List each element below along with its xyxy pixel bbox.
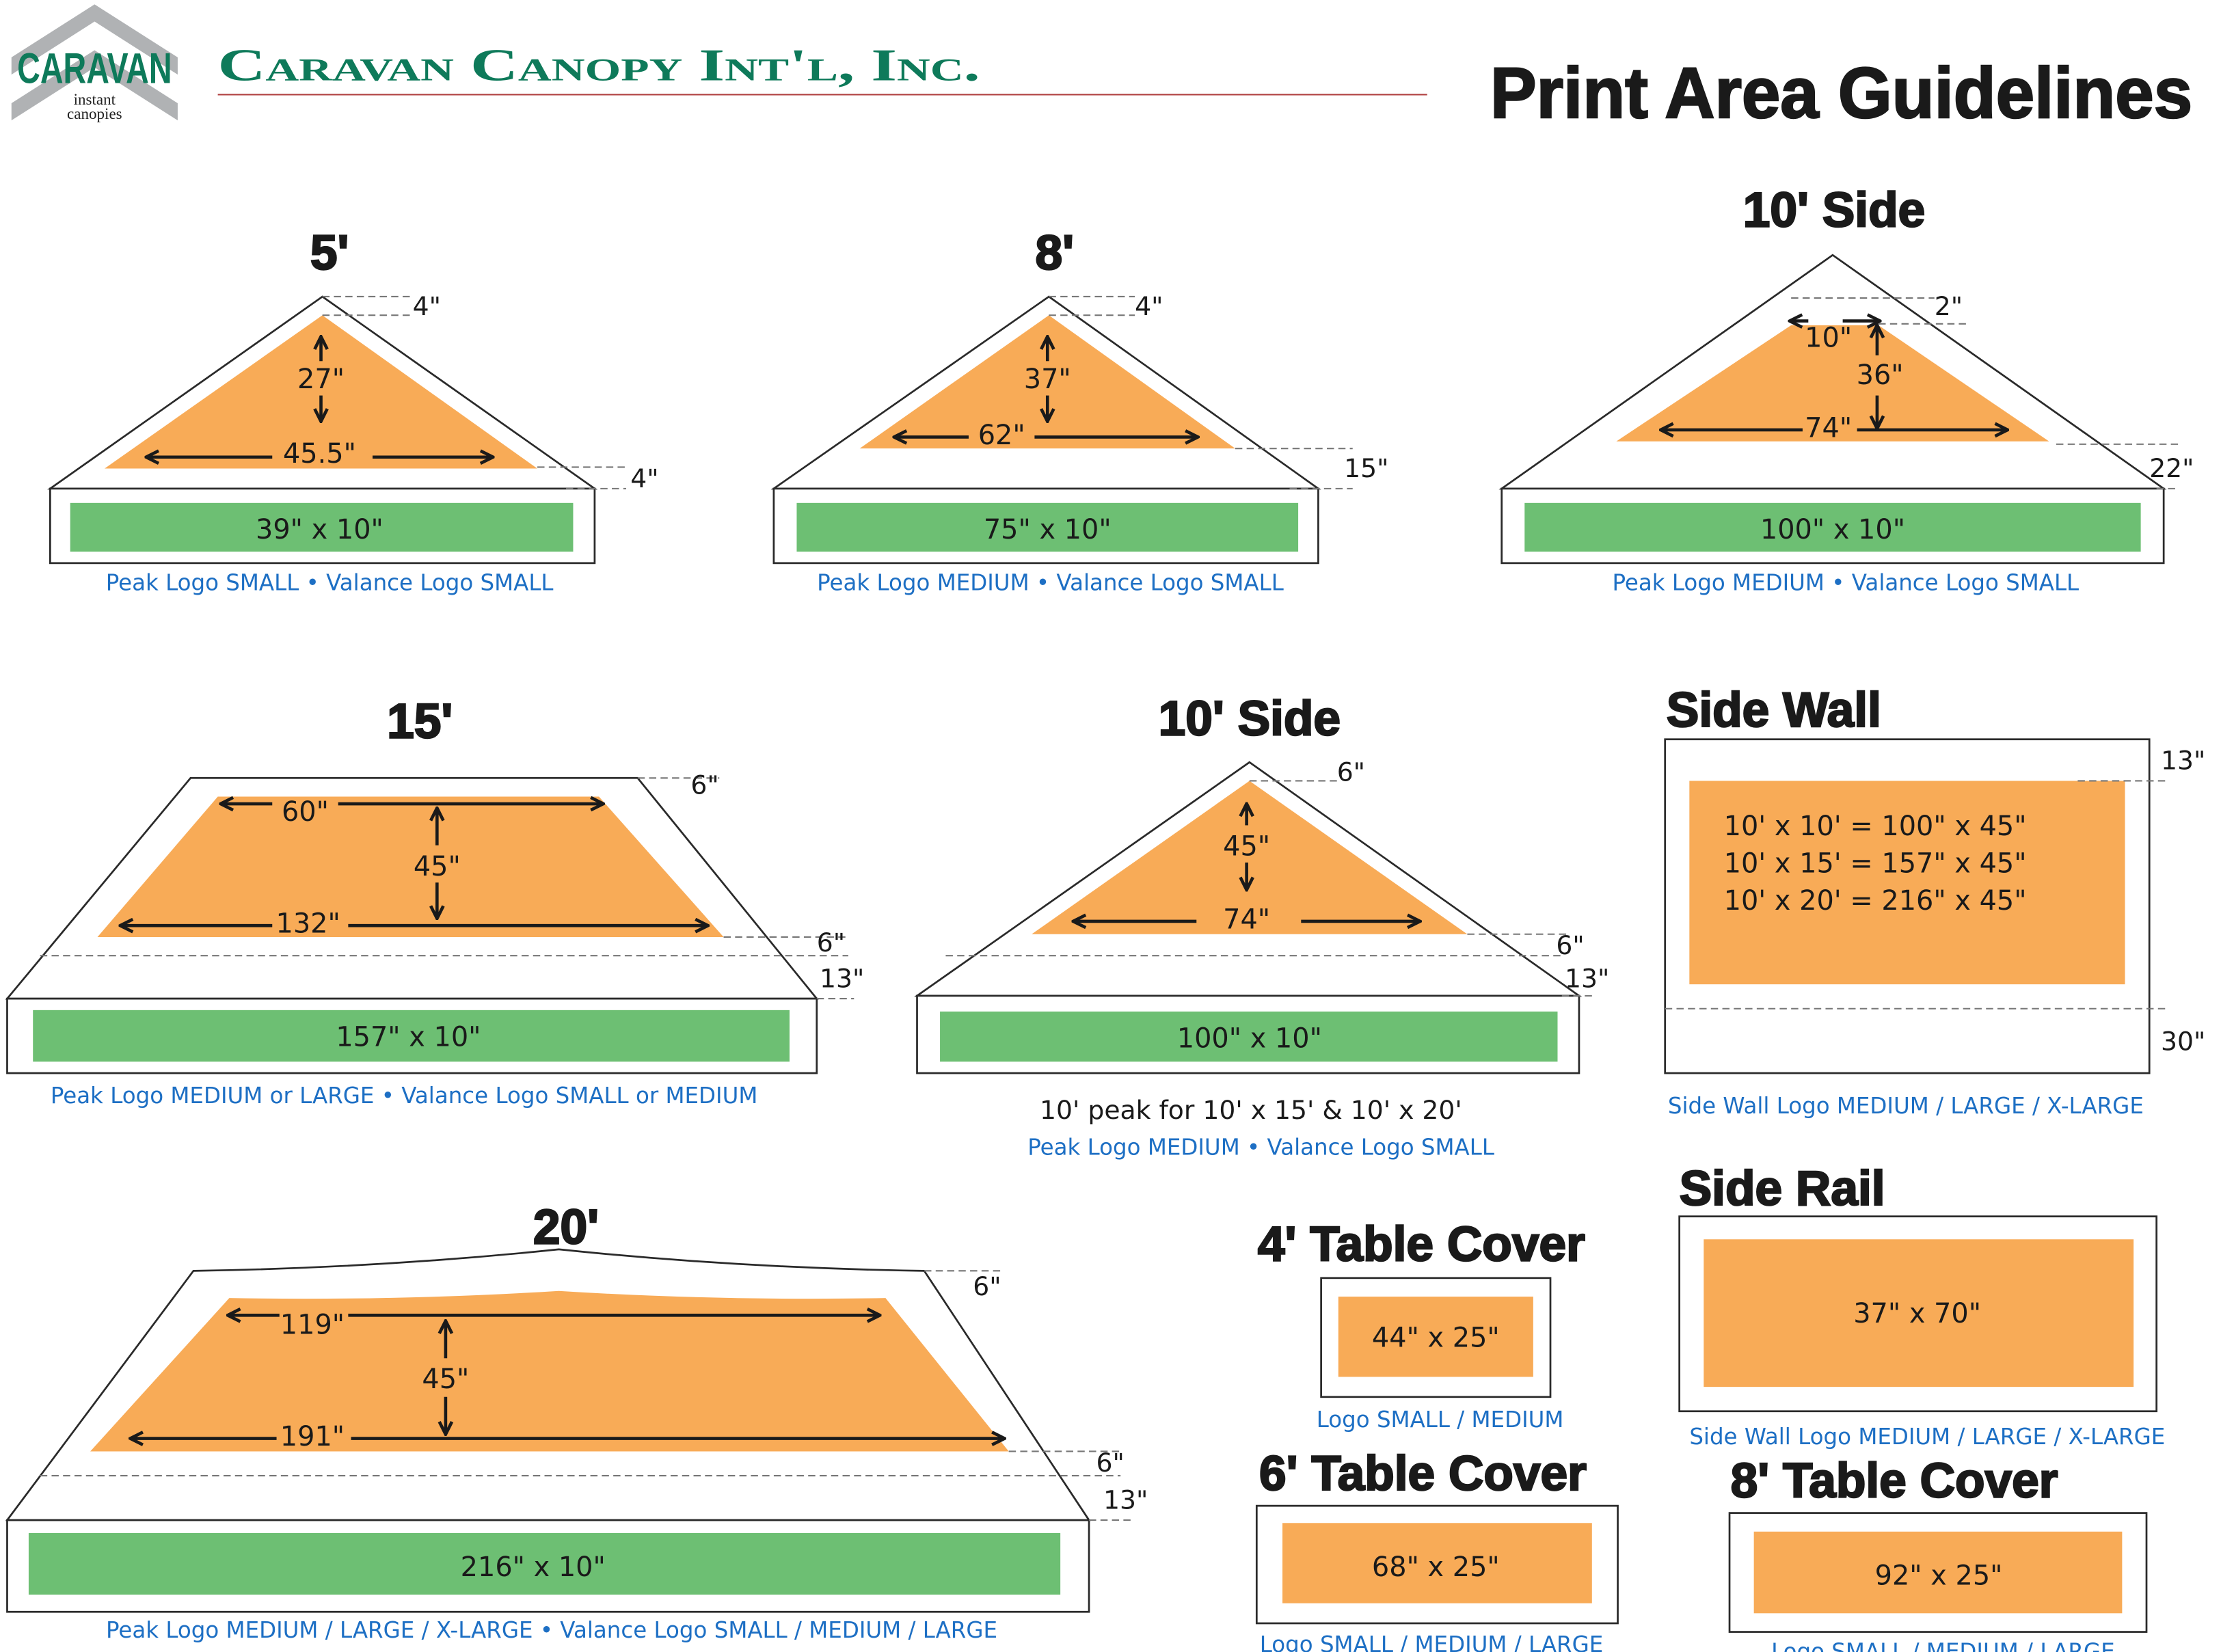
peak-print-area [105,315,538,469]
dimension-label: 10' Side [1743,182,1925,237]
dimension-label: 45" [422,1364,469,1395]
dimension-label: 6" [1337,757,1365,787]
dimension-label: 45" [414,851,461,882]
dimension-label: 20' [533,1200,599,1255]
dimension-label: 4" [1135,291,1163,321]
dimension-label: 2" [1935,291,1963,321]
dimension-label: 6" [690,770,718,800]
dimension-label: Side Wall [1667,683,1881,737]
dimension-label: 10" [1805,322,1852,353]
logo-size-caption: Peak Logo SMALL • Valance Logo SMALL [106,570,554,596]
dimension-label: 6" [1096,1448,1125,1478]
side-wall: Side Wall 13" 30" 10' x 10' = 100" x 45"… [1664,682,2205,1119]
dimension-label: Logo SMALL / MEDIUM / LARGE [1771,1638,2115,1652]
dimension-label: instant [74,90,116,108]
dimension-label: 60" [282,796,329,828]
dimension-label: 37" x 70" [1853,1298,1981,1329]
dimension-label: 8' [1035,226,1074,280]
dimension-label: 92" x 25" [1875,1560,2003,1591]
dimension-label: Peak Logo MEDIUM / LARGE / X-LARGE • Val… [106,1617,997,1643]
dimension-label: Logo SMALL / MEDIUM / LARGE [1260,1631,1604,1652]
dimension-label: 13" [820,963,864,993]
dimension-label: 13" [1103,1485,1148,1515]
dimension-label: 37" [1024,364,1071,395]
dimension-label: 62" [978,420,1025,451]
dimension-label: 157" x 10" [336,1021,481,1053]
panel-title: 5' [310,226,349,280]
dimension-label: Peak Logo MEDIUM • Valance Logo SMALL [817,570,1284,596]
caravan-logo: CARAVAN instant canopies [11,4,178,122]
dimension-label: 6" [1556,930,1584,960]
dimension-label: 45" [1223,830,1270,862]
table-cover-8ft: 8' Table Cover 92" x 25" Logo SMALL / ME… [1728,1452,2148,1652]
dimension-label: 74" [1223,904,1270,935]
dimension-label: CARAVAN [17,45,172,93]
dimension-label: 4" [413,291,441,321]
dimension-label: 6" [973,1271,1001,1301]
dimension-label: 75" x 10" [984,514,1112,545]
dimension-label: 74" [1805,412,1852,444]
dimension-label: 8' Table Cover [1731,1454,2058,1508]
dimension-label: 6" [817,927,845,958]
dimension-label: 22" [2149,453,2194,483]
dimension-label: 10' x 10' = 100" x 45" [1724,811,2027,842]
dimension-label: 39" x 10" [256,514,383,545]
dimension-label: 132" [276,908,340,940]
canopy-20ft: 20' 6" 6" 13" 119" 45" 191" 216" x 10" P… [5,1199,1148,1643]
dimension-label: Side Wall Logo MEDIUM / LARGE / X-LARGE [1668,1093,2144,1119]
dimension-label: 100" x 10" [1760,514,1905,545]
valance-print-area [70,502,574,552]
dimension-label: 36" [1857,360,1904,391]
canopy-10ft-peak: 10' Side 6" 6" 13" 45" 74" 100" x 10" 10… [914,690,1609,1161]
dimension-label: Side Rail [1680,1161,1885,1216]
dimension-label: 30" [2161,1027,2205,1057]
dimension-label: Peak Logo MEDIUM • Valance Logo SMALL [1612,570,2079,596]
dimension-label: 191" [280,1421,345,1452]
dimension-label: 10' x 15' = 157" x 45" [1724,848,2027,880]
dimension-label: canopies [67,105,122,122]
dimension-label: Peak Logo MEDIUM or LARGE • Valance Logo… [51,1083,758,1109]
dimension-label: 44" x 25" [1372,1322,1500,1353]
dimension-label: 13" [2161,746,2205,776]
dimension-label: 6' Table Cover [1259,1446,1587,1501]
canopy-8ft: 8' 4" 15" 37" 62" 75" x 10" Peak Logo ME… [770,225,1389,596]
dimension-label: 119" [280,1310,345,1341]
dimension-label: 10' Side [1159,691,1341,746]
dimension-label: 13" [1565,963,1609,993]
canopy-15ft: 15' 6" 6" 13" 60" 45" 132" 157" x 10" Pe… [5,693,864,1109]
table-cover-6ft: 6' Table Cover 68" x 25" Logo SMALL / ME… [1255,1446,1619,1652]
dimension-label: 4" [630,463,658,493]
dimension-label: 45.5" [283,438,356,470]
page-title: Print Area Guidelines [1490,53,2192,133]
dimension-label: Logo SMALL / MEDIUM [1317,1407,1564,1433]
table-cover-4ft: 4' Table Cover 44" x 25" Logo SMALL / ME… [1257,1216,1586,1433]
dimension-label: 15" [1344,453,1388,483]
dimension-label: 15' [387,694,453,749]
canopy-10ft-side: 10' Side 2" 22" 10" 36" 74" 100" x 10" P… [1498,182,2194,596]
dimension-label: 68" x 25" [1372,1552,1500,1583]
dimension-label: 4' Table Cover [1258,1217,1585,1272]
dimension-label: Peak Logo MEDIUM • Valance Logo SMALL [1027,1135,1494,1161]
dimension-label: 216" x 10" [461,1552,606,1583]
peak-note: 10' peak for 10' x 15' & 10' x 20' [1040,1095,1462,1125]
company-name: Caravan Canopy Int'l, Inc. [218,39,980,90]
dimension-label: 100" x 10" [1177,1023,1322,1054]
dimension-label: 10' x 20' = 216" x 45" [1724,885,2027,917]
dimension-label: 27" [297,364,345,395]
side-rail: Side Rail 37" x 70" Side Wall Logo MEDIU… [1678,1161,2165,1450]
canopy-5ft: 5' 4" 4" 27" 45.5" 39" x 10" Peak Logo S… [47,225,659,596]
dimension-label: Side Wall Logo MEDIUM / LARGE / X-LARGE [1689,1424,2165,1450]
